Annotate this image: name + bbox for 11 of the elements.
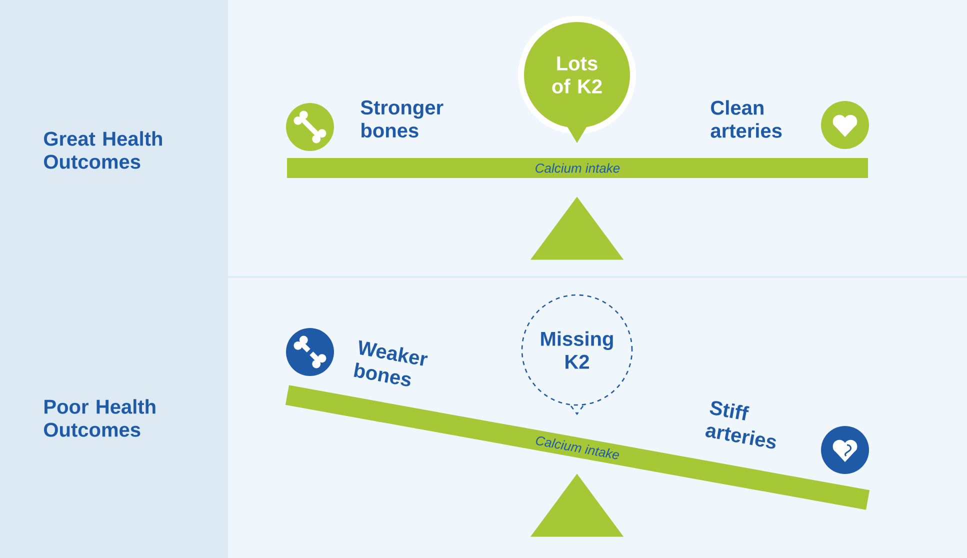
row-heading: Great Health Outcomes [44,131,162,169]
fulcrum-triangle [530,196,624,260]
outcome-label: Stiff arteries [706,401,776,449]
fulcrum-triangle [530,474,624,537]
outcome-label: Weaker bones [354,340,428,386]
seesaw-beam: Calcium intake [287,158,868,178]
dashed-thought-bubble: Missing K2 [521,294,633,416]
speech-bubble: Lots of K2 [518,16,636,143]
outcome-label: Clean arteries [710,100,782,138]
outcome-label: Stronger bones [360,100,444,138]
row-heading: Poor Health Outcomes [44,399,156,437]
